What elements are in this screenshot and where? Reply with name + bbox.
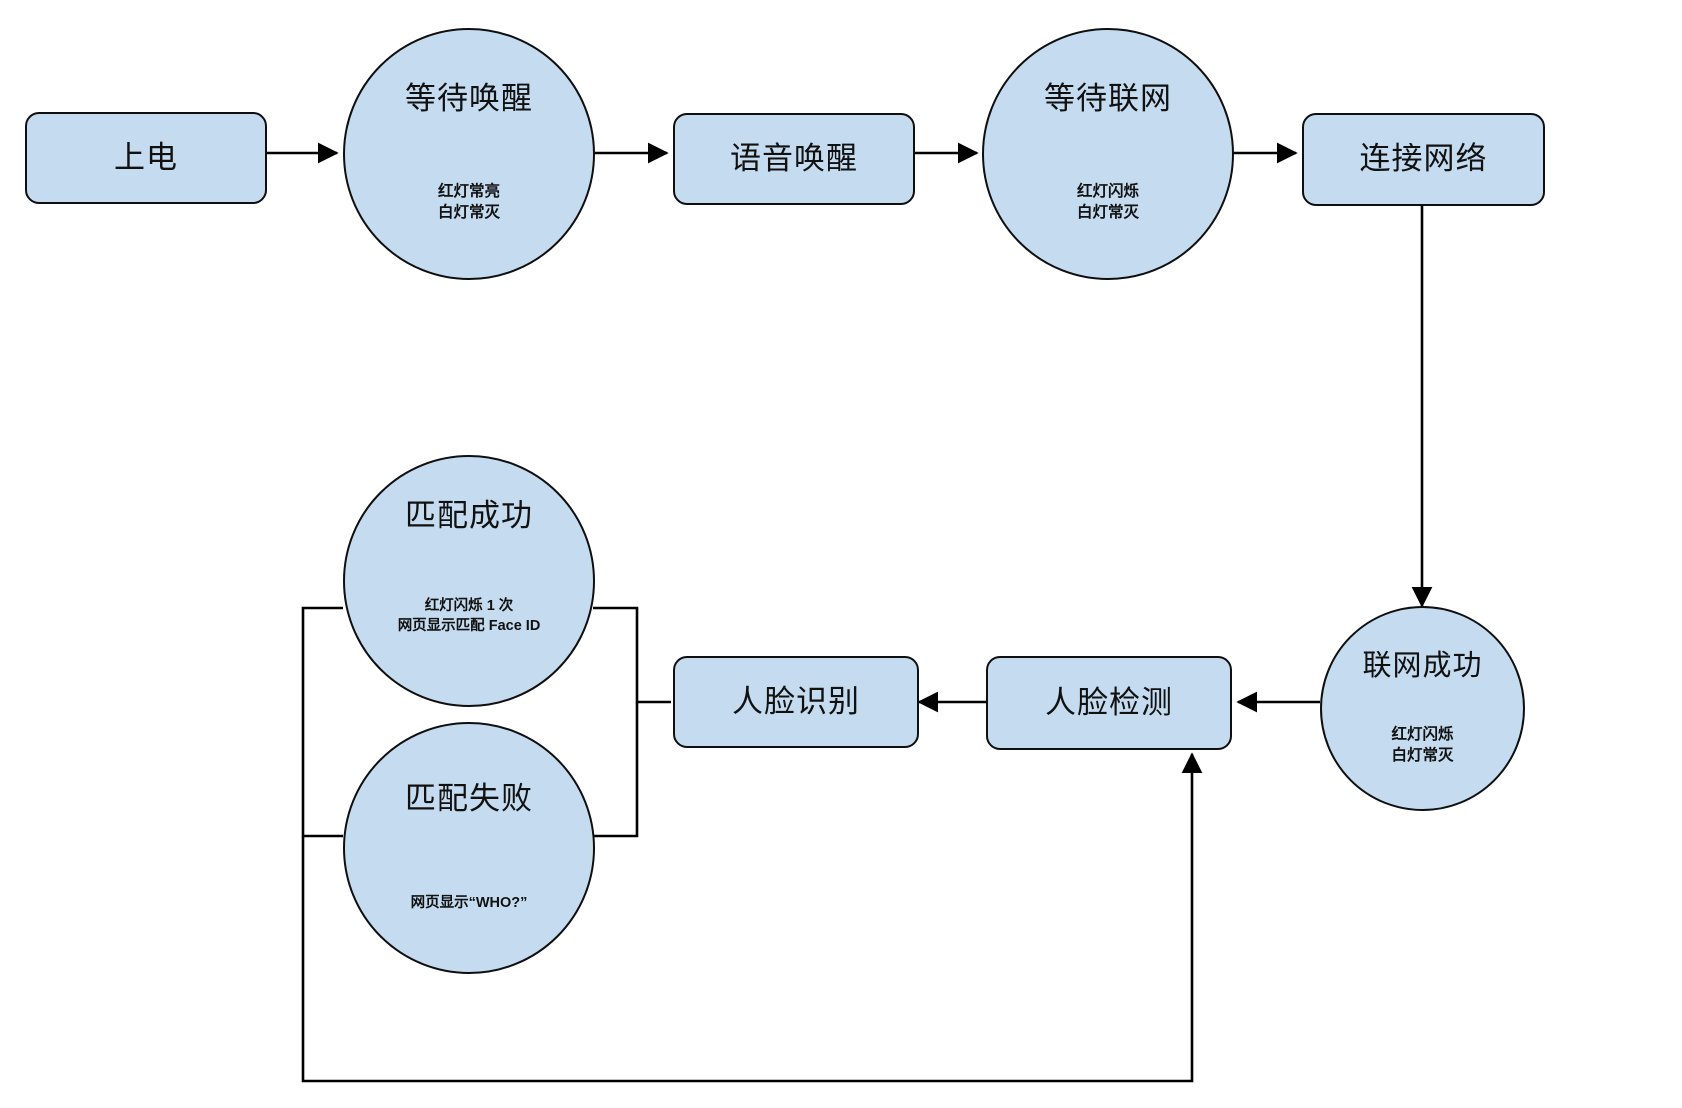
edge-match-fail-to-face-detect bbox=[301, 752, 1203, 1083]
node-match-fail[interactable]: 匹配失败 网页显示“WHO?” bbox=[343, 722, 595, 974]
node-net-ok[interactable]: 联网成功 红灯闪烁 白灯常灭 bbox=[1320, 606, 1525, 811]
node-voice-wake[interactable]: 语音唤醒 bbox=[673, 113, 915, 205]
node-face-detect[interactable]: 人脸检测 bbox=[986, 656, 1232, 750]
node-label-wait-wake: 等待唤醒 bbox=[405, 81, 533, 116]
node-detail-net-ok: 红灯闪烁 白灯常灭 bbox=[1391, 726, 1454, 764]
node-detail-wait-net: 红灯闪烁 白灯常灭 bbox=[1076, 183, 1139, 221]
node-label-face-recog: 人脸识别 bbox=[732, 683, 860, 719]
node-detail-match-ok: 红灯闪烁 1 次 网页显示匹配 Face ID bbox=[397, 598, 541, 634]
node-match-ok[interactable]: 匹配成功 红灯闪烁 1 次 网页显示匹配 Face ID bbox=[343, 455, 595, 707]
node-label-wait-net: 等待联网 bbox=[1044, 81, 1172, 116]
node-label-connect-net: 连接网络 bbox=[1359, 141, 1488, 177]
edge-face-recog-to-match-fail bbox=[593, 702, 639, 838]
node-label-face-detect: 人脸检测 bbox=[1045, 684, 1173, 720]
node-face-recog[interactable]: 人脸识别 bbox=[673, 656, 919, 748]
node-label-power-on: 上电 bbox=[114, 139, 178, 175]
node-label-voice-wake: 语音唤醒 bbox=[730, 140, 858, 176]
node-label-match-ok: 匹配成功 bbox=[405, 498, 533, 533]
node-connect-net[interactable]: 连接网络 bbox=[1302, 113, 1545, 206]
node-wait-wake[interactable]: 等待唤醒 红灯常亮 白灯常灭 bbox=[343, 28, 595, 280]
node-wait-net[interactable]: 等待联网 红灯闪烁 白灯常灭 bbox=[982, 28, 1234, 280]
node-label-net-ok: 联网成功 bbox=[1362, 650, 1483, 682]
edge-match-branch-left-rail bbox=[301, 606, 343, 838]
node-power-on[interactable]: 上电 bbox=[25, 112, 267, 204]
node-detail-match-fail: 网页显示“WHO?” bbox=[410, 895, 528, 911]
node-label-match-fail: 匹配失败 bbox=[405, 781, 533, 816]
edge-face-recog-to-match-ok bbox=[593, 606, 671, 704]
node-detail-wait-wake: 红灯常亮 白灯常灭 bbox=[437, 183, 500, 221]
